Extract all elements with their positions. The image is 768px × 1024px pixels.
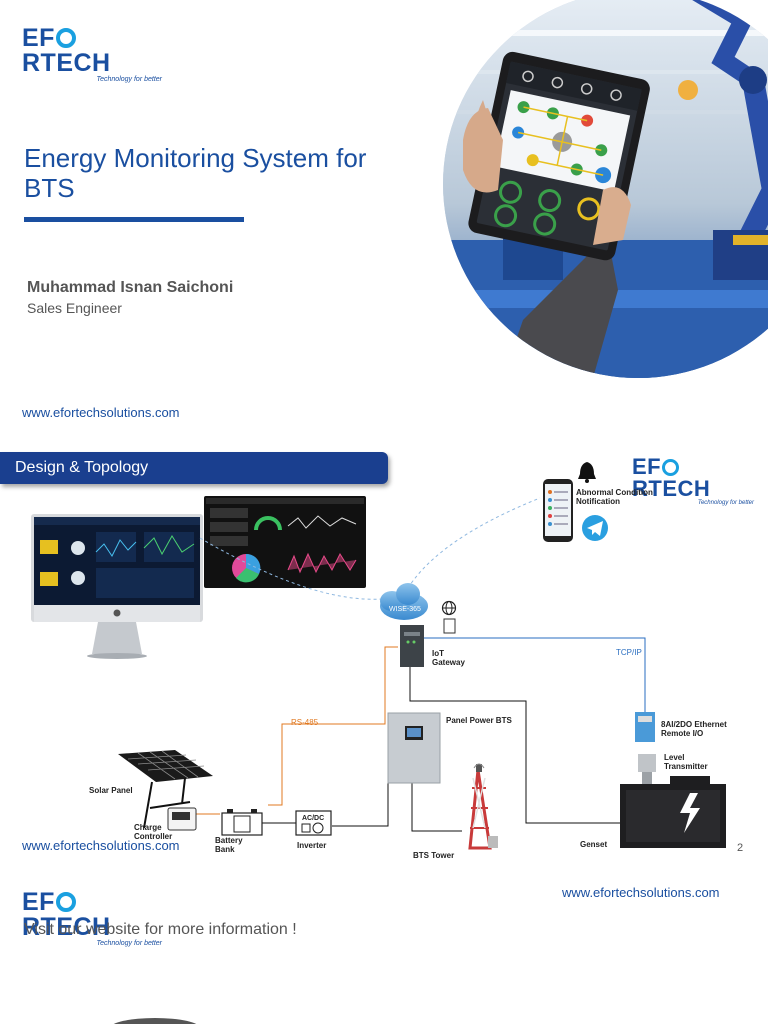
page-number: 2 [737,842,744,854]
tcp-ip-label: TCP/IP [616,648,642,657]
level-transmitter-label: Level Transmitter [664,753,708,771]
remote-io-device [635,712,655,742]
remote-io-label: 8AI/2DO Ethernet Remote I/O [661,720,727,738]
bts-tower [468,763,498,850]
topology-diagram [31,462,726,850]
charge-controller-device [167,807,197,831]
slide-title: Energy Monitoring System for BTS [24,143,367,203]
cloud-icon [380,583,428,620]
iot-gateway-device [400,625,424,667]
bts-tower-label: BTS Tower [413,851,455,860]
globe-icon [441,600,457,616]
tablet-factory-photo [443,0,768,378]
presenter-name: Muhammad Isnan Saichoni [27,279,234,296]
inverter-device [295,810,332,836]
title-underline [24,217,244,222]
section-header: Design & Topology [0,452,388,484]
inverter-label: Inverter [297,841,327,850]
level-transmitter-device [638,754,656,784]
imac-monitor [31,514,203,659]
efortech-logo: EFRTECH Technology for better [22,888,162,948]
cloud-label: WISE-365 [389,606,421,613]
rs485-label: RS-485 [291,718,319,727]
website-link[interactable]: www.efortechsolutions.com [22,838,180,853]
website-link[interactable]: www.efortechsolutions.com [22,405,180,420]
iot-gateway-label: IoT Gateway [432,649,465,667]
title-slide: EFRTECH Technology for better Energy Mon… [0,0,768,440]
closing-slide: EFRTECH Technology for better www.eforte… [0,872,768,1024]
dashboard-screen [204,496,366,588]
bell-icon [578,462,596,479]
topology-slide: Design & Topology EFRTECH Technology for… [0,448,768,863]
battery-bank-label: Battery Bank [215,836,243,854]
genset-label: Genset [580,840,608,849]
solar-panel-label: Solar Panel [89,786,133,795]
sim-card-icon [443,618,456,634]
genset-machine [620,776,726,848]
notification-label: Abnormal Condition Notification [576,488,653,506]
solar-panel-array [118,750,213,829]
telegram-icon [582,515,608,541]
panel-label: Panel Power BTS [446,716,512,725]
website-link[interactable]: www.efortechsolutions.com [562,885,720,900]
charge-controller-label: Charge Controller [134,823,173,841]
smartphone-icon [543,479,573,542]
decorative-shape [110,1018,200,1024]
visit-website-text: Visit our website for more information ! [24,921,297,938]
battery-bank [221,809,263,836]
efortech-logo: EFRTECH Technology for better [632,454,754,507]
presenter-role: Sales Engineer [27,300,122,316]
efortech-logo: EFRTECH Technology for better [22,24,162,84]
power-panel [387,712,441,784]
acdc-label: AC/DC [302,815,325,822]
